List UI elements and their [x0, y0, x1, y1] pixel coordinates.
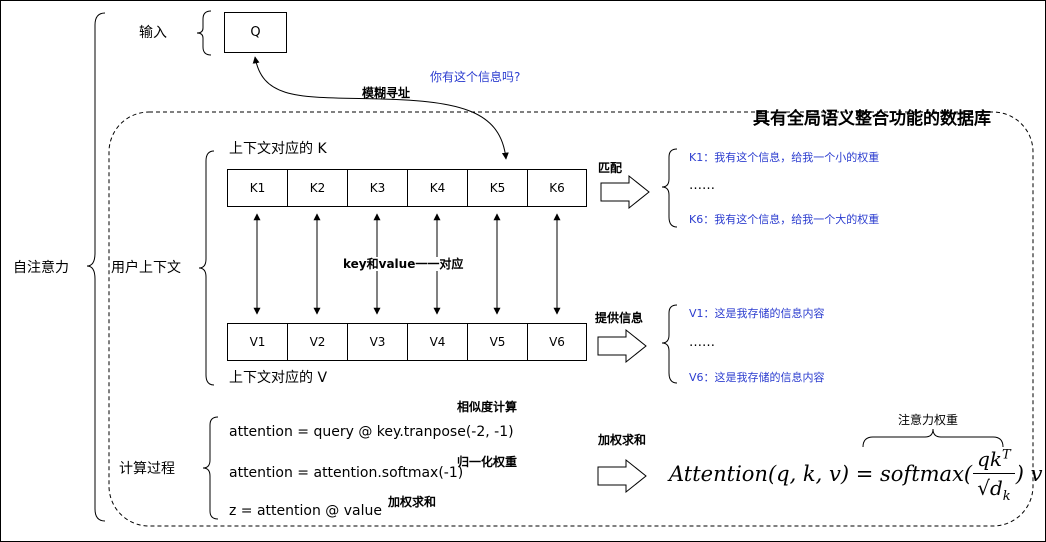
attention-formula: Attention(q, k, v) = softmax(qkT√dk) v	[669, 447, 1042, 504]
provide-block-arrow	[597, 328, 647, 364]
formula-denominator: √dk	[977, 476, 1011, 504]
label-attention-weight: 注意力权重	[898, 413, 959, 427]
label-input: 输入	[139, 25, 167, 41]
label-provide-info: 提供信息	[595, 311, 644, 325]
k-box-2: K2	[287, 169, 348, 207]
brace-attention-weight	[862, 428, 1004, 448]
v-box-5: V5	[467, 323, 528, 361]
label-self-attention: 自注意力	[13, 260, 69, 276]
formula-lhs: Attention(q, k, v) = softmax(	[669, 462, 973, 486]
v-note-first: V1：这是我存储的信息内容	[689, 307, 825, 320]
k-box-1: K1	[227, 169, 288, 207]
k-note-first: K1：我有这个信息，给我一个小的权重	[689, 151, 880, 164]
v-box-1: V1	[227, 323, 288, 361]
k-box-4: K4	[407, 169, 468, 207]
k-note-ellipsis: ……	[689, 178, 715, 193]
v-box-3: V3	[347, 323, 408, 361]
label-weighted-sum-1: 加权求和	[388, 495, 437, 509]
code-line-1: attention = query @ key.tranpose(-2, -1)	[229, 424, 514, 440]
k-row-title: 上下文对应的 K	[229, 141, 327, 157]
k-box-5: K5	[467, 169, 528, 207]
label-normalize: 归一化权重	[457, 455, 518, 469]
v-box-4: V4	[407, 323, 468, 361]
brace-self-attention	[86, 12, 106, 522]
label-similarity: 相似度计算	[457, 400, 518, 414]
k-box-3: K3	[347, 169, 408, 207]
v-box-2: V2	[287, 323, 348, 361]
label-match: 匹配	[598, 161, 623, 175]
k-note-last: K6：我有这个信息，给我一个大的权重	[689, 213, 880, 226]
label-kv-pair: key和value一一对应	[341, 257, 466, 271]
formula-rhs: ) v	[1015, 462, 1043, 486]
k-box-6: K6	[527, 169, 587, 207]
brace-k-notes	[661, 148, 678, 228]
label-question: 你有这个信息吗?	[430, 70, 521, 84]
match-block-arrow	[600, 174, 650, 210]
v-note-ellipsis: ……	[689, 335, 715, 350]
fuzzy-address-arrow	[252, 56, 509, 160]
brace-v-notes	[661, 304, 678, 384]
code-line-2: attention = attention.softmax(-1)	[229, 465, 464, 481]
brace-compute	[202, 416, 219, 520]
brace-user-context	[198, 150, 215, 386]
v-row-title: 上下文对应的 V	[229, 370, 328, 386]
database-title: 具有全局语义整合功能的数据库	[753, 109, 991, 129]
database-region	[108, 111, 1034, 527]
formula-numerator: qkT	[973, 447, 1015, 474]
label-fuzzy-addressing: 模糊寻址	[362, 86, 411, 100]
v-box-6: V6	[527, 323, 587, 361]
code-line-3: z = attention @ value	[229, 503, 382, 519]
brace-input	[196, 10, 212, 56]
q-box: Q	[224, 12, 287, 53]
label-weighted-sum-2: 加权求和	[598, 433, 647, 447]
v-note-last: V6：这是我存储的信息内容	[689, 371, 825, 384]
sum-block-arrow	[597, 458, 647, 494]
label-user-context: 用户上下文	[111, 260, 181, 276]
label-compute-process: 计算过程	[119, 461, 175, 477]
formula-fraction: qkT√dk	[973, 447, 1015, 504]
